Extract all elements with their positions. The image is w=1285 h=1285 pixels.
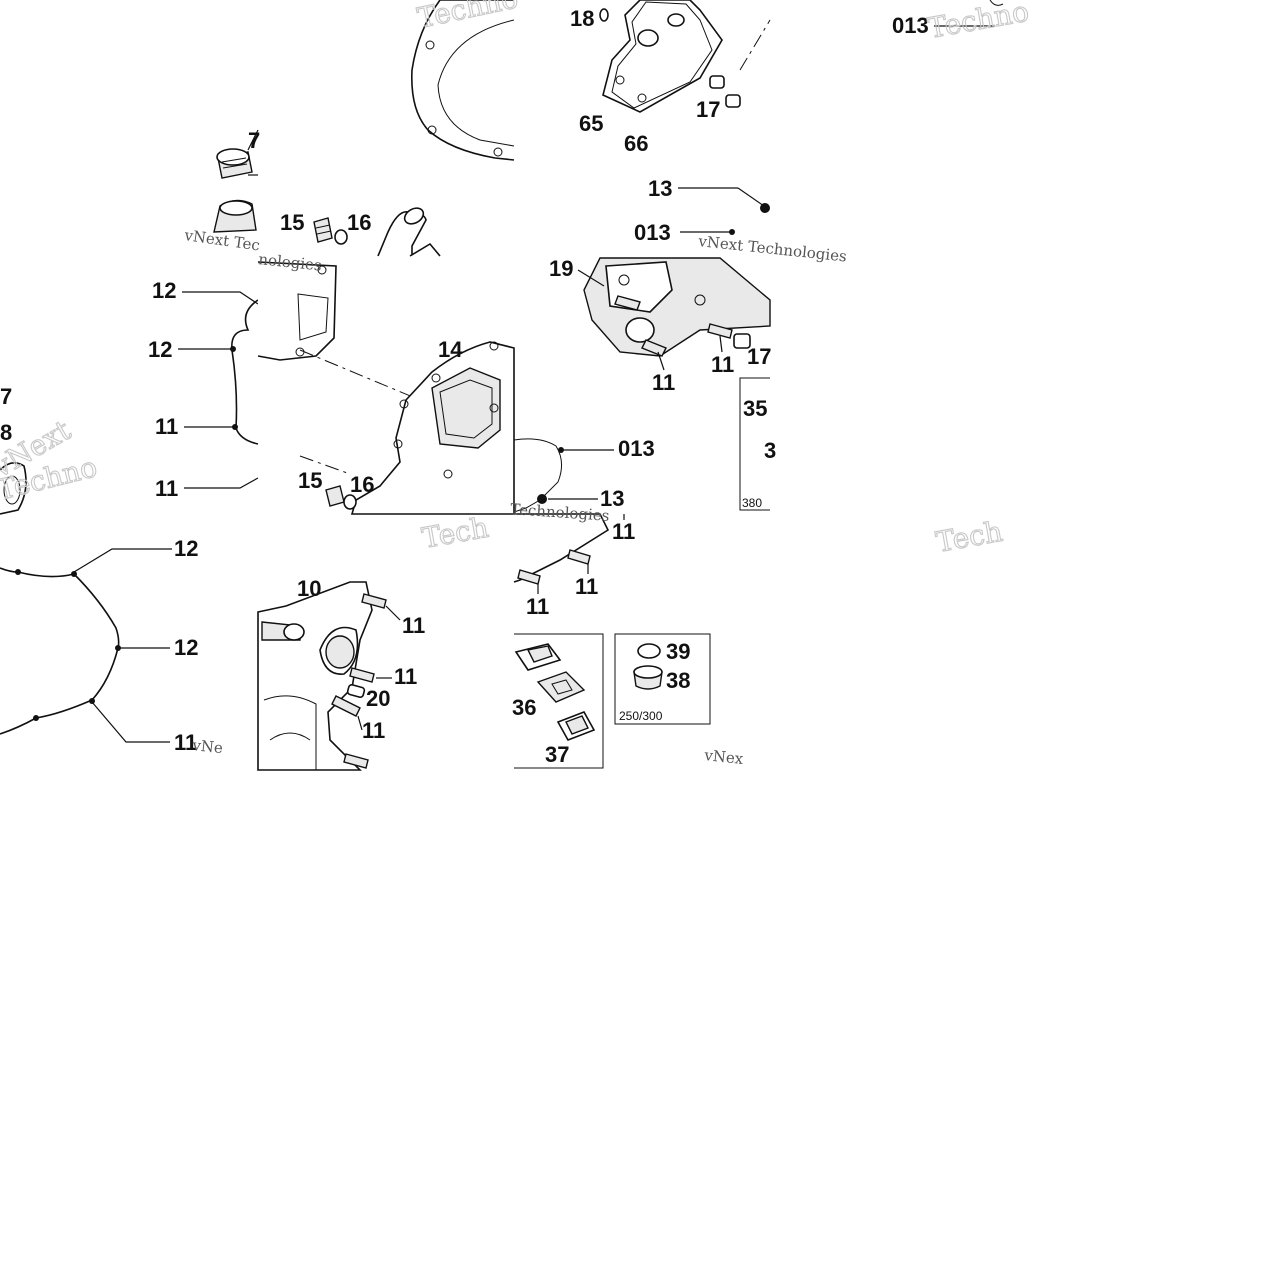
callout-11-c: 11 <box>652 370 675 395</box>
rubber-part-b <box>536 671 586 703</box>
callout-38: 38 <box>666 668 690 693</box>
tile-pump-housing: 19 11 11 17 35 3 380 <box>549 256 776 511</box>
callout-12c: 12 <box>174 536 198 561</box>
callout-013-top: 013 <box>892 13 929 38</box>
callout-11-g: 11 <box>526 594 549 619</box>
callout-7-left: 7 <box>0 384 12 409</box>
callout-11a: 11 <box>155 414 178 439</box>
callout-013-low: 013 <box>618 436 655 461</box>
callout-17: 17 <box>696 97 720 122</box>
tile-pump-plate: 18 65 66 17 <box>570 0 771 156</box>
callout-3x: 3 <box>764 438 776 463</box>
callout-11-k: 11 <box>362 718 385 743</box>
tile-013-top: 013 <box>892 0 1004 38</box>
screw-15-b <box>325 485 345 507</box>
gasket-outline <box>231 299 259 445</box>
bolt-h <box>331 695 361 717</box>
callout-17-b: 17 <box>747 344 771 369</box>
tile-gasket-left: 12 12 11 11 7 8 <box>0 278 259 515</box>
callout-15-top: 15 <box>280 210 304 235</box>
tile-cover-top <box>411 0 515 161</box>
washer-16 <box>334 229 348 245</box>
watermark-6: Tech <box>933 515 1005 559</box>
callout-12b: 12 <box>148 337 172 362</box>
callout-16-top: 16 <box>347 210 371 235</box>
tile-cover-14: 14 15 16 <box>257 261 515 515</box>
o-ring-39 <box>637 643 661 659</box>
cover-left-piece <box>257 261 337 361</box>
pin-20 <box>346 683 366 699</box>
dowel-17a <box>709 75 725 89</box>
bolt-b <box>641 339 667 357</box>
callout-66: 66 <box>624 131 648 156</box>
washer-16-b <box>343 494 357 510</box>
bolt-a <box>614 295 641 311</box>
bolt-c <box>707 323 733 339</box>
callout-12d: 12 <box>174 635 198 660</box>
tile-gasket-boxes: 013 13 11 11 11 36 37 39 38 250/300 <box>512 436 711 769</box>
callout-18: 18 <box>570 6 594 31</box>
bolt-i <box>343 753 369 769</box>
callout-20: 20 <box>366 686 390 711</box>
callout-15-b: 15 <box>298 468 322 493</box>
dowel-17-c <box>733 333 751 349</box>
callout-11-h: 11 <box>174 730 197 755</box>
tile-housing-10: 10 11 11 20 11 <box>257 576 425 771</box>
dowel-17b <box>725 94 741 108</box>
gasket-66 <box>611 1 713 109</box>
callout-39: 39 <box>666 639 690 664</box>
callout-11b: 11 <box>155 476 178 501</box>
callout-7-top: 7 <box>248 128 260 153</box>
part-18 <box>599 8 609 22</box>
callout-13: 13 <box>648 176 672 201</box>
screw-15 <box>313 217 333 243</box>
cover-outline <box>411 0 515 161</box>
callout-16-b: 16 <box>350 472 374 497</box>
callout-11-f: 11 <box>575 574 598 599</box>
tile-gasket-large: 12 12 11 <box>0 536 198 755</box>
callout-013-mid: 013 <box>634 220 671 245</box>
watermark-10: vNe <box>191 736 224 757</box>
callout-8-left: 8 <box>0 420 12 445</box>
bolt-f <box>361 593 387 609</box>
callout-19: 19 <box>549 256 573 281</box>
box-380 <box>739 377 770 511</box>
tile-plug-hose: 7 15 16 vNext Tec <box>182 128 441 257</box>
box-250-300 <box>614 633 711 725</box>
gasket-013 <box>513 438 562 513</box>
callout-12a: 12 <box>152 278 176 303</box>
callout-11-j: 11 <box>394 664 417 689</box>
callout-13-low: 13 <box>600 486 624 511</box>
callout-65: 65 <box>579 111 603 136</box>
watermark-2: Techno <box>925 0 1031 45</box>
box-label-380: 380 <box>742 496 762 510</box>
bolt-g <box>349 667 375 683</box>
tile-013-middle: 13 013 vNext Technologies <box>634 176 848 266</box>
watermark-5: Tech <box>419 511 491 555</box>
callout-36: 36 <box>512 695 536 720</box>
callout-37: 37 <box>545 742 569 767</box>
watermark-11: vNex <box>703 746 745 768</box>
callout-35: 35 <box>743 396 767 421</box>
box-label-250-300: 250/300 <box>619 709 663 723</box>
callout-11-e: 11 <box>612 519 635 544</box>
callout-11-d: 11 <box>711 352 734 377</box>
callout-11-i: 11 <box>402 613 425 638</box>
large-gasket <box>0 567 120 735</box>
box-36-37 <box>514 633 604 769</box>
bolt-d <box>567 549 591 565</box>
callout-10: 10 <box>297 576 321 601</box>
callout-14: 14 <box>438 337 463 362</box>
